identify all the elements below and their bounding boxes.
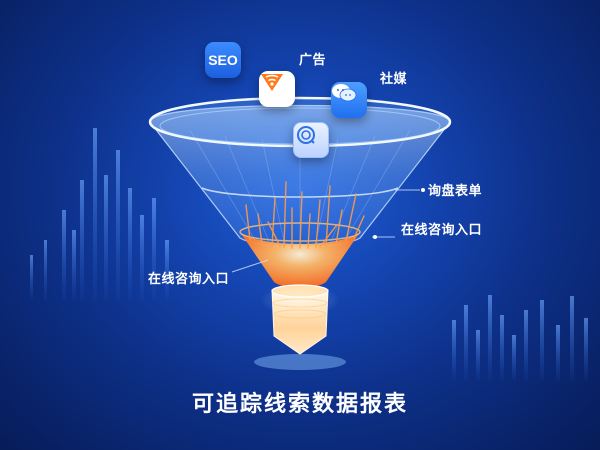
wechat-icon (331, 82, 367, 118)
wechat-bubbles-icon (332, 84, 357, 102)
page-title: 可追踪线索数据报表 (191, 392, 408, 417)
marker-dot (373, 235, 377, 239)
marker-dot (421, 188, 425, 192)
ads-triangle-icon (261, 74, 283, 91)
ads-app-icon (259, 71, 295, 107)
label-online-consult-right: 在线咨询入口 (401, 223, 483, 238)
seo-icon-text: SEO (208, 52, 238, 68)
label-social: 社媒 (380, 72, 408, 87)
data-streaks (245, 181, 365, 249)
label-ads: 广告 (299, 53, 327, 68)
seo-icon: SEO (205, 42, 241, 78)
label-online-consult-left: 在线咨询入口 (148, 272, 230, 287)
chat-icon (293, 122, 329, 158)
label-inquiry-form: 询盘表单 (428, 184, 483, 199)
background-bars-right (452, 295, 588, 380)
chat-bubble-icon (297, 126, 315, 144)
background-bars-left (30, 128, 169, 300)
